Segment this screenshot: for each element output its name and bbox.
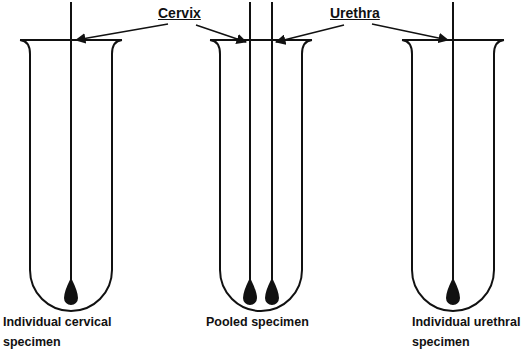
swab-tip <box>447 280 459 304</box>
swab-stick <box>452 2 454 284</box>
site-label: Cervix <box>156 3 203 23</box>
swab-tip <box>65 280 77 304</box>
tube-caption: Individual urethral specimen <box>412 312 526 352</box>
tube-caption: Individual cervical specimen <box>3 312 133 352</box>
leader-arrow <box>196 25 246 42</box>
swab-stick <box>271 2 273 284</box>
tube-rim <box>210 39 312 41</box>
site-label: Urethra <box>328 3 382 23</box>
leader-arrow <box>276 25 344 42</box>
tube-caption: Pooled specimen <box>206 312 346 332</box>
leader-arrow <box>372 24 448 40</box>
leader-arrow <box>76 24 168 40</box>
swab-stick <box>70 2 72 284</box>
test-tube <box>210 40 312 311</box>
swab-tip <box>266 280 278 304</box>
swab-stick <box>249 2 251 284</box>
swab-tip <box>244 280 256 304</box>
